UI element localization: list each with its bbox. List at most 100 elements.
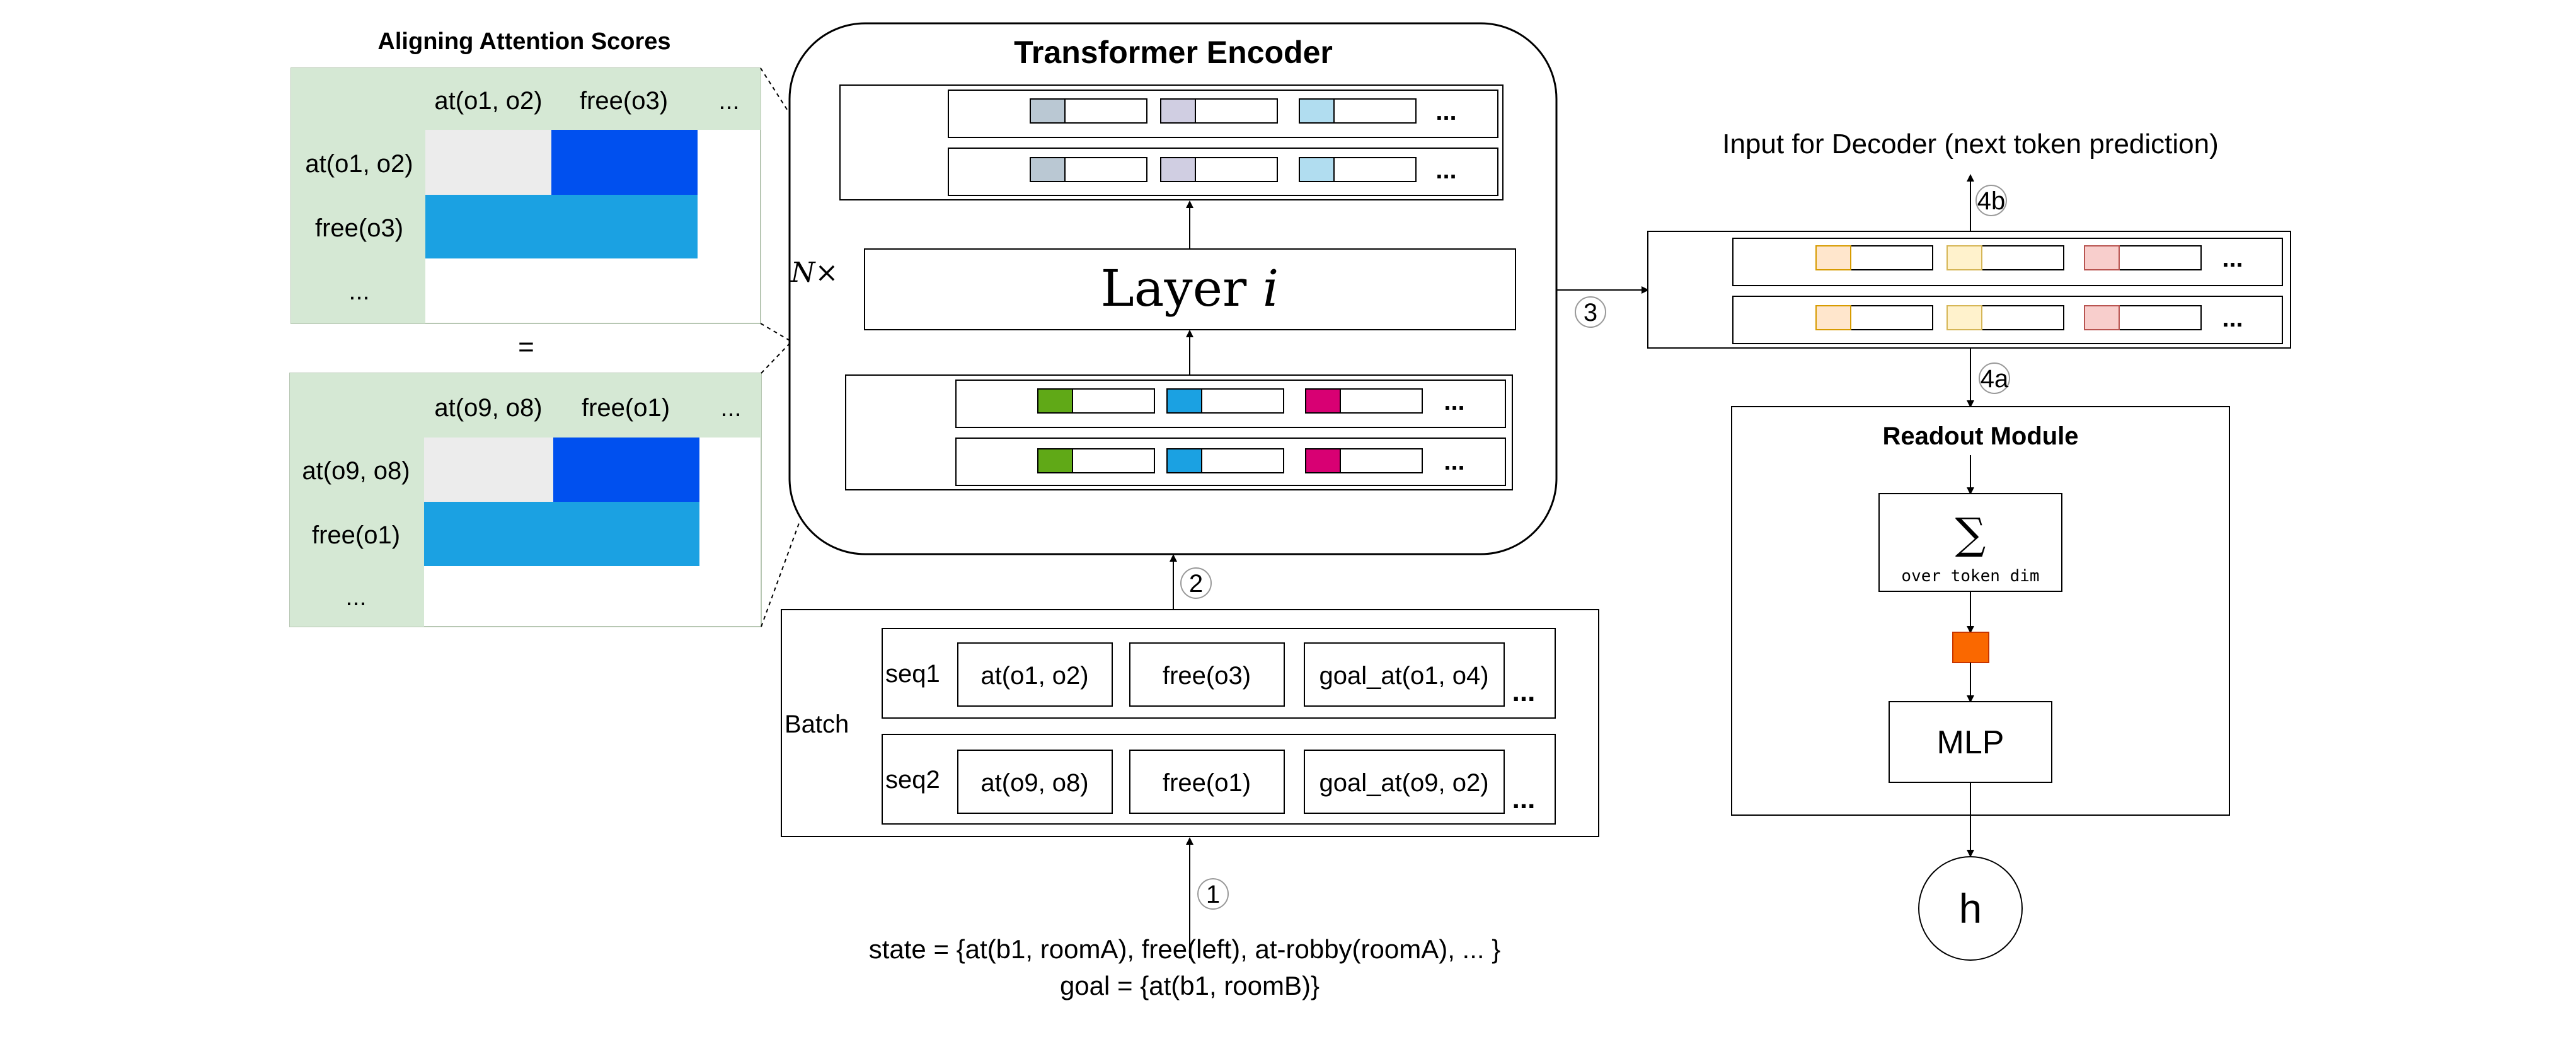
mlp-label: MLP xyxy=(1937,724,2004,761)
readout-title: Readout Module xyxy=(1882,422,2078,450)
step-marker xyxy=(1979,362,2010,394)
row-header: at(o9, o8) xyxy=(302,457,410,485)
token-text: goal_at(o1, o4) xyxy=(1319,662,1488,690)
token-text: at(o1, o2) xyxy=(980,662,1088,690)
ellipsis: ... xyxy=(1435,156,1456,184)
batch-label: Batch xyxy=(785,710,849,738)
layer-label: Layer i xyxy=(1101,259,1279,318)
embedding-chip xyxy=(2084,245,2120,270)
projection-line xyxy=(761,523,800,627)
sequence-label: seq1 xyxy=(885,660,940,688)
sum-symbol: ∑ xyxy=(1955,509,1986,559)
token-text: goal_at(o9, o2) xyxy=(1319,769,1488,797)
row-header: ... xyxy=(345,583,366,611)
sum-caption: over token dim xyxy=(1901,567,2039,586)
pooled-vector xyxy=(1952,632,1989,663)
mlp-box xyxy=(1889,701,2052,783)
decoder-input: 3 Input for Decoder (next token predicti… xyxy=(1556,129,2291,349)
token-box xyxy=(957,642,1113,707)
transformer-encoder: Transformer Encoder ... ... Layer i xyxy=(788,22,1558,555)
input-embeddings: ... ... xyxy=(845,374,1513,490)
score-cell xyxy=(425,195,698,258)
state-text: state = {at(b1, roomA), free(left), at-r… xyxy=(869,934,1501,964)
encoder-title: Transformer Encoder xyxy=(1014,35,1333,70)
repeat-symbol: × xyxy=(815,257,839,289)
token-text: free(o3) xyxy=(1163,662,1251,690)
score-cell xyxy=(553,438,699,502)
row-header: free(o1) xyxy=(312,521,400,549)
embedding-chip xyxy=(1946,305,1982,330)
ellipsis: ... xyxy=(1512,676,1536,707)
attention-matrix-bottom: at(o9, o8) free(o1) ... at(o9, o8) free(… xyxy=(289,373,762,627)
token-box xyxy=(1129,750,1285,814)
readout-module: 4a Readout Module ∑ over token dim MLP h xyxy=(1731,348,2230,961)
row-header: free(o3) xyxy=(315,214,403,242)
output-embeddings: ... ... xyxy=(839,84,1504,200)
embedding-chip xyxy=(1166,448,1202,473)
batch: 2 Batch seq1 at(o1, o2) free(o3) goal_at… xyxy=(781,554,1599,837)
projection-line xyxy=(760,67,790,114)
embedding-chip xyxy=(2084,305,2120,330)
projection-line xyxy=(760,323,790,341)
repeat-count: N xyxy=(790,257,816,289)
decoder-title: Input for Decoder (next token prediction… xyxy=(1722,129,2219,159)
embedding-chip xyxy=(1299,157,1335,182)
embedding-chip xyxy=(1815,245,1851,270)
embedding-chip xyxy=(1160,98,1196,124)
embedding-chip xyxy=(1946,245,1982,270)
ellipsis: ... xyxy=(2222,304,2243,332)
embedding-chip xyxy=(1299,98,1335,124)
repeat-label: N× xyxy=(790,257,838,289)
ellipsis: ... xyxy=(1512,784,1536,814)
token-text: at(o9, o8) xyxy=(980,769,1088,797)
step-number: 4b xyxy=(1977,187,2006,215)
heuristic-output xyxy=(1918,856,2023,961)
step-marker xyxy=(1197,878,1229,910)
embedding-chip xyxy=(1030,98,1066,124)
projection-line xyxy=(761,343,790,374)
embedding-chip xyxy=(1305,388,1341,414)
embedding-chip xyxy=(1815,305,1851,330)
attention-matrix-top: at(o1, o2) free(o3) ... at(o1, o2) free(… xyxy=(290,67,761,324)
layer-box xyxy=(864,248,1516,330)
layer-index: i xyxy=(1263,259,1279,318)
embedding-chip xyxy=(1166,388,1202,414)
score-cell xyxy=(424,502,699,566)
planning-input: 1 state = {at(b1, roomA), free(left), at… xyxy=(869,837,1501,1000)
token-text: free(o1) xyxy=(1163,769,1251,797)
score-cell xyxy=(424,438,553,502)
step-marker xyxy=(1575,296,1606,328)
step-number: 3 xyxy=(1584,299,1597,327)
token-box xyxy=(1304,642,1505,707)
heuristic-label: h xyxy=(1959,885,1982,932)
token-box xyxy=(1129,642,1285,707)
embedding-chip xyxy=(1305,448,1341,473)
col-header: free(o3) xyxy=(580,87,668,115)
row-header: ... xyxy=(348,277,369,305)
step-number: 1 xyxy=(1206,881,1220,908)
header-col-bg xyxy=(291,68,425,323)
score-cell xyxy=(551,130,698,195)
col-header: at(o1, o2) xyxy=(434,87,542,115)
step-number: 4a xyxy=(1981,365,2009,393)
equals-sign: = xyxy=(518,332,534,362)
col-header: ... xyxy=(718,87,739,115)
row-header: at(o1, o2) xyxy=(305,150,413,178)
col-header: ... xyxy=(720,394,741,422)
layer-word: Layer xyxy=(1101,259,1247,318)
sequence-label: seq2 xyxy=(885,766,940,794)
embedding-chip xyxy=(1037,388,1073,414)
embedding-chip xyxy=(1037,448,1073,473)
goal-text: goal = {at(b1, roomB)} xyxy=(1060,971,1320,1000)
attention-panel: Aligning Attention Scores at(o1, o2) fre… xyxy=(289,28,800,627)
step-marker xyxy=(1975,185,2007,216)
ellipsis: ... xyxy=(2222,245,2243,272)
ellipsis: ... xyxy=(1435,98,1456,125)
col-header: at(o9, o8) xyxy=(434,394,542,422)
ellipsis: ... xyxy=(1444,448,1464,475)
sum-box xyxy=(1878,493,2062,592)
attention-title: Aligning Attention Scores xyxy=(377,28,670,55)
token-box xyxy=(1304,750,1505,814)
score-cell xyxy=(425,130,551,195)
